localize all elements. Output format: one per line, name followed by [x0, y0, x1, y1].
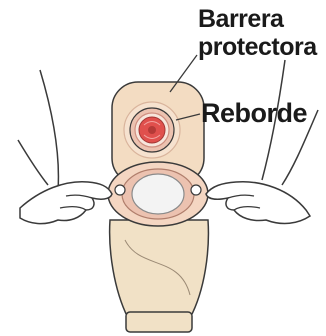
ostomy-pouch	[110, 220, 209, 318]
stoma-opening	[148, 126, 156, 134]
label-barrera-line2: protectora	[198, 35, 317, 60]
left-hand	[20, 182, 112, 224]
label-barrera-line1: Barrera	[198, 7, 283, 32]
label-reborde: Reborde	[201, 100, 307, 127]
belt-tab-left	[115, 185, 125, 195]
belt-tab-right	[191, 185, 201, 195]
body-outline-left-2	[18, 140, 48, 185]
pouch-outlet	[126, 312, 192, 332]
pouch-flange-opening	[132, 174, 184, 214]
right-hand	[206, 182, 310, 224]
body-outline-left	[40, 70, 58, 190]
